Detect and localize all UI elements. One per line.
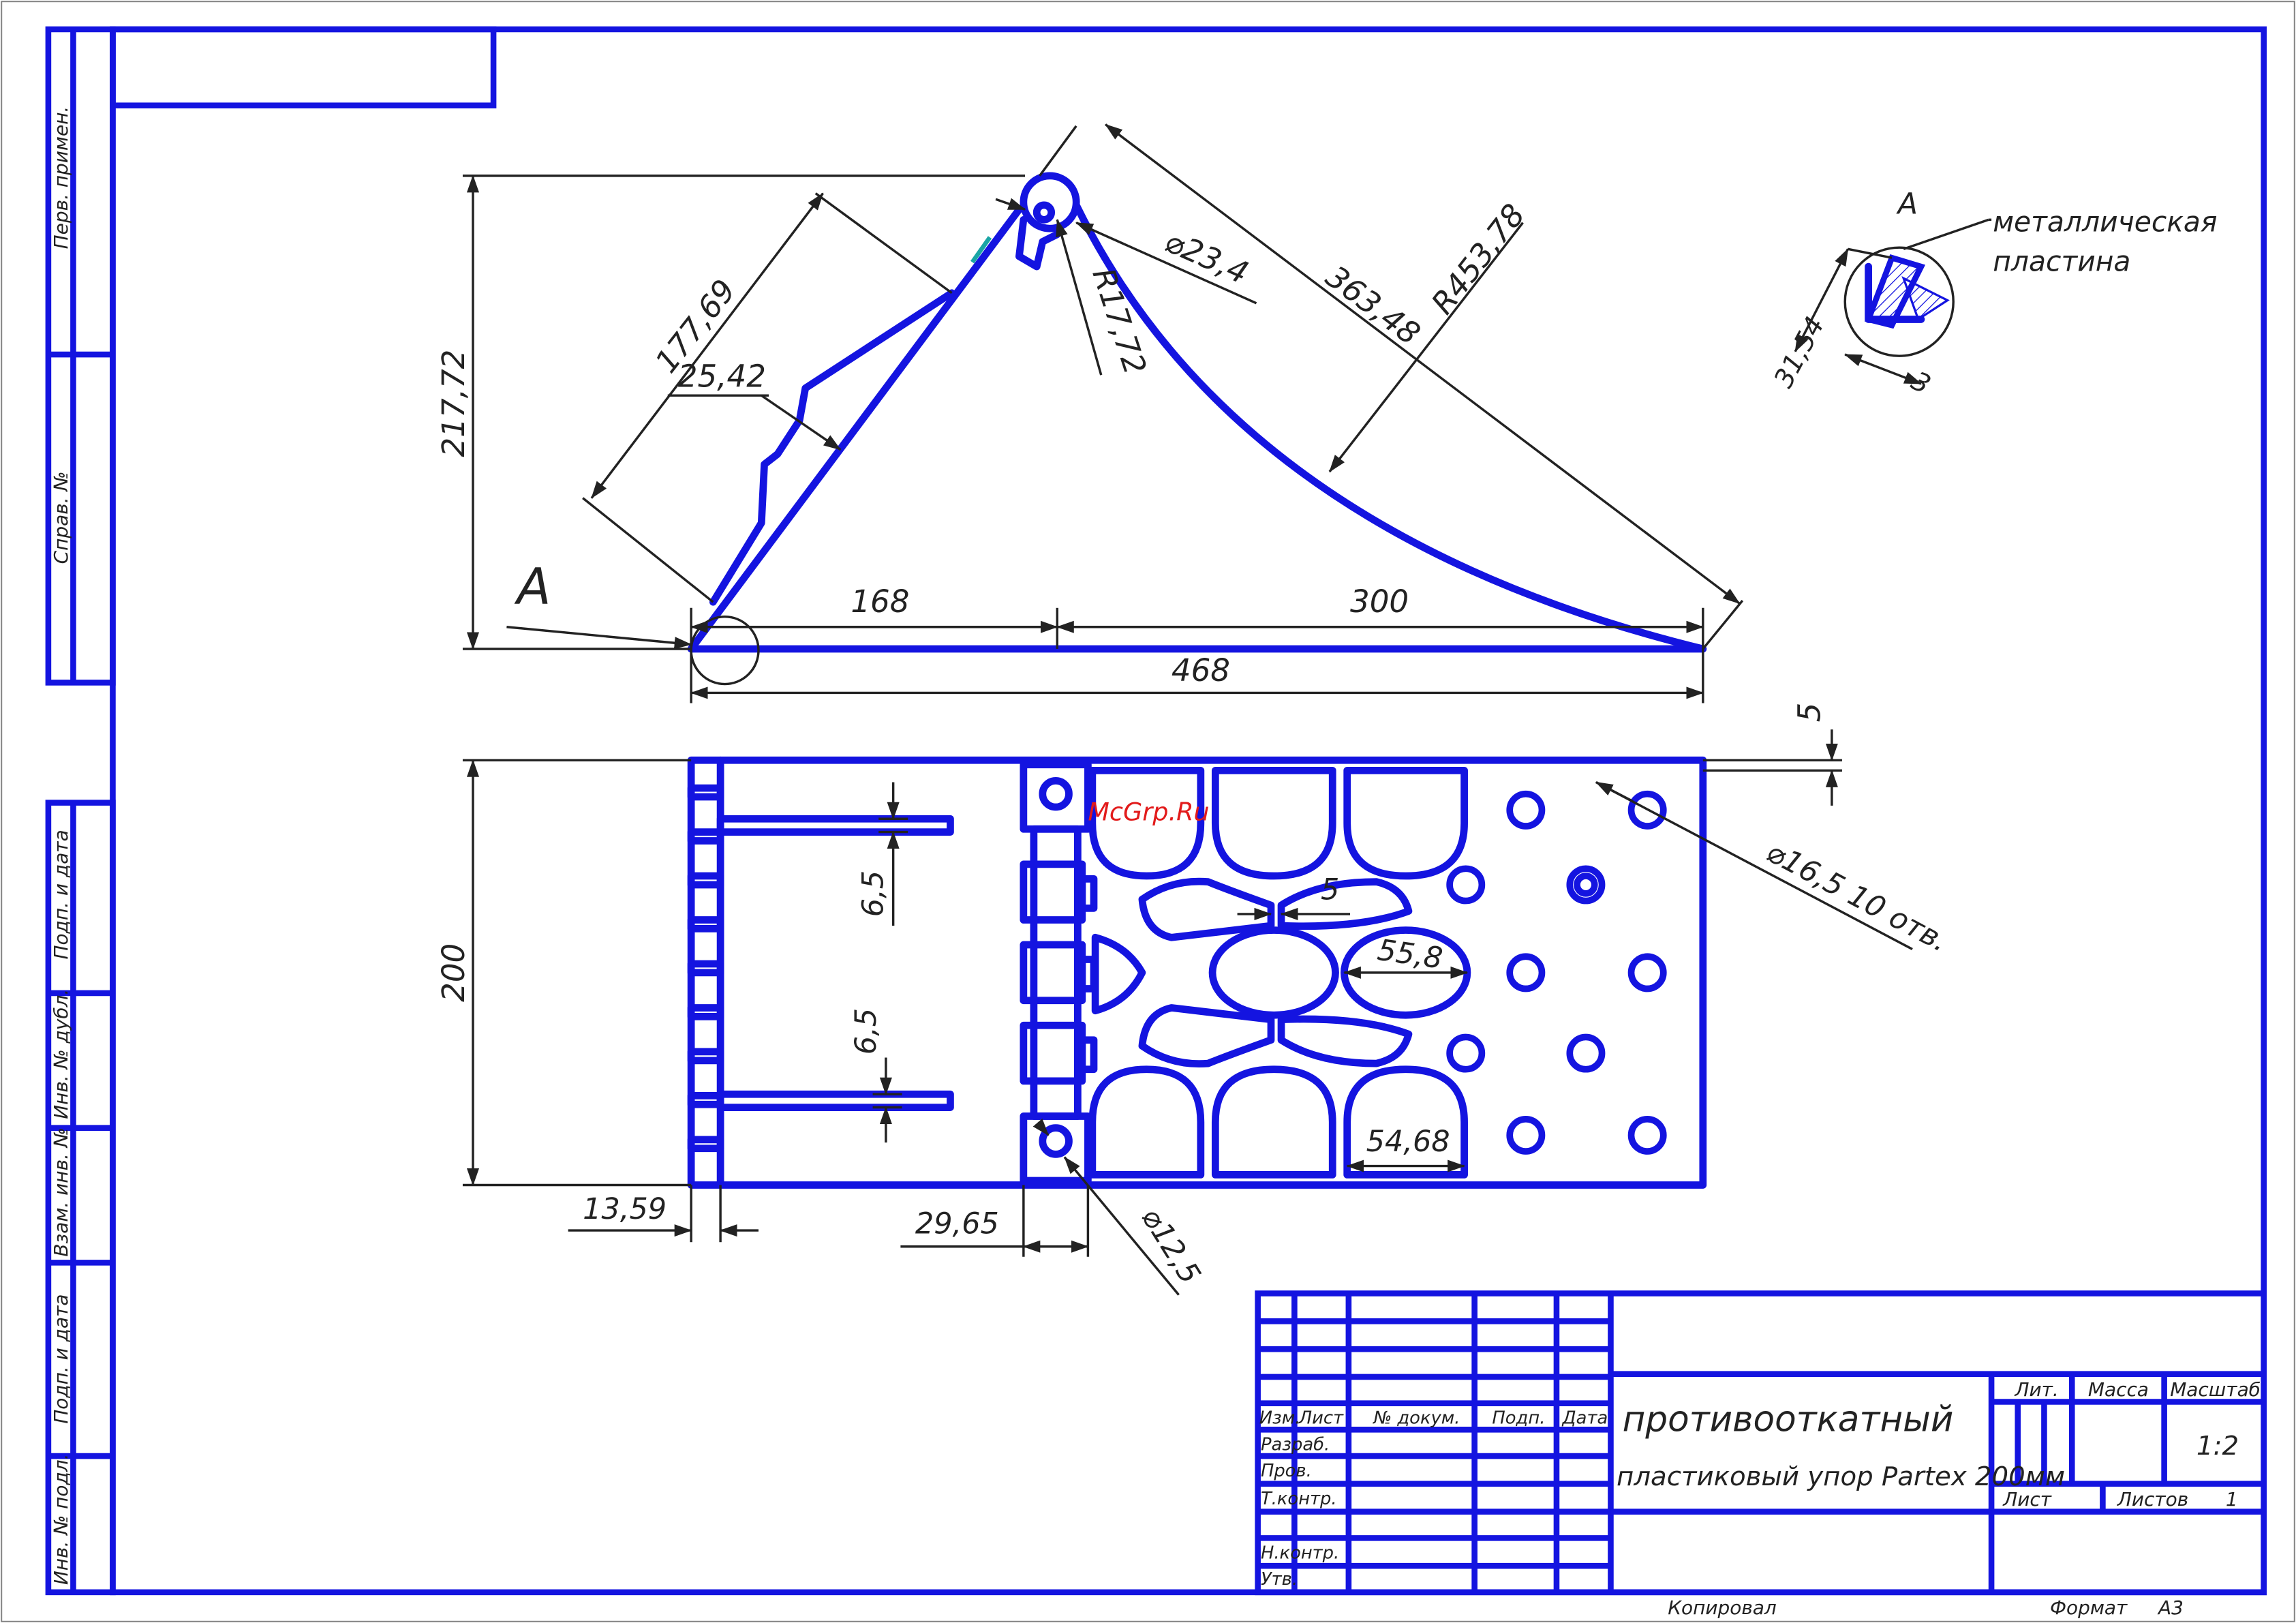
section-mark: A: [514, 558, 551, 616]
side-label-vzam-inv: Взам. инв. №: [50, 1127, 72, 1257]
dim-total-len: 468: [1172, 652, 1230, 688]
part-name-line-2: пластиковый упор Partex 200мм: [1617, 1461, 2065, 1492]
format-value: A3: [2157, 1596, 2184, 1619]
row-tkontr: Т.контр.: [1261, 1489, 1337, 1509]
dim-holes-note: ⌀16,5 10 отв.: [1761, 835, 1954, 959]
row-razrab: Разраб.: [1261, 1434, 1330, 1455]
mounting-holes: [1446, 790, 1667, 1155]
detail-a: [1794, 218, 1992, 385]
title-block-text: Изм. Лист № докум. Подп. Дата Разраб. Пр…: [1259, 1378, 2261, 1619]
cells: [1088, 766, 1471, 1179]
label-copied: Копировал: [1668, 1596, 1777, 1619]
center-oval: [1208, 926, 1339, 1019]
dim-hinge-w: 29,65: [915, 1207, 999, 1241]
col-izm: Изм.: [1259, 1408, 1301, 1429]
hinge-hole-top: [1039, 777, 1073, 811]
part-name-line-1: противооткатный: [1623, 1399, 1954, 1440]
dim-len-rear: 300: [1350, 583, 1409, 620]
dim-web: 5: [1321, 873, 1339, 907]
dim-hinge-hole: ⌀12,5: [1134, 1202, 1207, 1290]
side-view-labels: 217,72 177,69 25,42 ⌀23,4 R17,72 363,48 …: [435, 197, 1532, 688]
side-label-inv-podl: Инв. № подл.: [50, 1453, 72, 1585]
row-utv: Утв.: [1261, 1569, 1298, 1590]
dim-arc-radius: R453,78: [1424, 197, 1532, 321]
side-label-podp-data-1: Подп. и дата: [50, 830, 72, 959]
rib-upper: [716, 815, 954, 836]
hinge-hole-bottom: [1039, 1124, 1073, 1158]
dim-gap: 5: [1792, 703, 1828, 723]
sheets-count: 1: [2226, 1488, 2238, 1511]
scale-value: 1:2: [2196, 1431, 2239, 1461]
dim-rib-a: 6,5: [857, 870, 891, 917]
note-line-2: пластина: [1993, 245, 2130, 278]
label-massa: Масса: [2088, 1378, 2149, 1401]
front-teeth: [687, 784, 724, 1153]
label-format: Формат: [2050, 1596, 2128, 1619]
dim-plate-h: 31,54: [1769, 312, 1831, 393]
top-view-labels: 200 5 ⌀16,5 10 отв. 6,5 6,5 5 55,8 54,68…: [435, 703, 1954, 1290]
dim-hyp: 363,48: [1319, 258, 1427, 352]
top-view-dimensions: [462, 729, 1913, 1296]
top-view: [687, 756, 1707, 1189]
dim-cell-w: 54,68: [1366, 1125, 1450, 1159]
label-lit: Лит.: [2014, 1378, 2058, 1401]
dim-oval-w: 55,8: [1375, 933, 1445, 976]
dim-front-w: 13,59: [583, 1192, 667, 1226]
detail-a-labels: A металлическая пластина 31,54 3: [1769, 187, 2218, 401]
dim-height: 217,72: [435, 350, 472, 457]
label-sheets: Листов: [2117, 1488, 2188, 1511]
side-label-podp-data-2: Подп. и дата: [50, 1294, 72, 1424]
col-doc: № докум.: [1372, 1408, 1460, 1429]
side-label-perv-primen: Перв. примен.: [50, 106, 72, 249]
dim-plate-t: 3: [1906, 365, 1935, 400]
dim-rib-b: 6,5: [849, 1008, 883, 1055]
dim-width: 200: [435, 943, 472, 1002]
label-sheet: Лист: [2002, 1488, 2051, 1511]
title-block: [1255, 1290, 2267, 1596]
side-label-sprav-no: Справ. №: [50, 471, 72, 564]
col-data: Дата: [1562, 1408, 1608, 1429]
col-list: Лист: [1298, 1408, 1344, 1429]
dim-offset: 25,42: [678, 358, 766, 394]
col-podp: Подп.: [1492, 1408, 1545, 1429]
dim-len-front: 168: [851, 583, 909, 620]
top-left-stamp: [110, 26, 497, 109]
rib-lower: [716, 1090, 954, 1111]
side-label-inv-dubl: Инв. № дубл.: [50, 989, 72, 1119]
note-line-1: металлическая: [1993, 206, 2217, 239]
row-nkontr: Н.контр.: [1261, 1543, 1339, 1563]
detail-mark: A: [1896, 187, 1918, 222]
row-prov: Пров.: [1261, 1461, 1312, 1481]
side-view-dimensions: [462, 123, 1744, 703]
watermark: McGrp.Ru: [1088, 797, 1209, 826]
label-masshtab: Масштаб: [2170, 1378, 2261, 1401]
